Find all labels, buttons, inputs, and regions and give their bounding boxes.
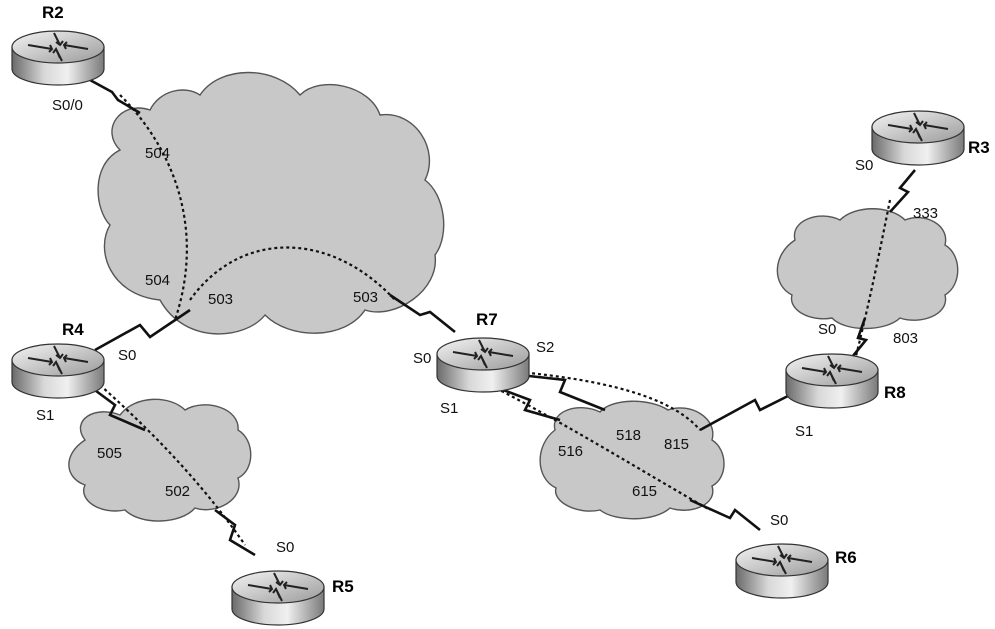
router-icon-r5 (231, 570, 325, 626)
router-name-r3: R3 (968, 138, 990, 157)
router-name-r6: R6 (835, 548, 857, 567)
dlci-label-815: 815 (664, 436, 689, 453)
router-icon-r8 (785, 353, 879, 409)
router-icon-r7 (436, 337, 530, 393)
pvc-r4-r5 (99, 384, 246, 546)
interface-label-r4-s1: S1 (36, 407, 54, 424)
interface-label-r6-s0: S0 (770, 512, 788, 529)
link-r4-s0 (94, 308, 191, 352)
interface-label-r8-s0: S0 (818, 321, 836, 338)
link-r6-s0 (689, 498, 761, 532)
interface-label-r2-s00: S0/0 (52, 97, 83, 114)
link-r3-s0 (889, 169, 916, 213)
dlci-label-505: 505 (97, 445, 122, 462)
interface-label-r7-s2: S2 (536, 339, 554, 356)
interface-label-r5-s0: S0 (276, 539, 294, 556)
interface-label-r7-s1: S1 (440, 400, 458, 417)
link-r7-s2 (519, 373, 606, 412)
frame-relay-cloud-r6-r7-r8 (539, 400, 725, 520)
link-r2-s00 (89, 78, 141, 115)
dlci-label-803: 803 (893, 330, 918, 347)
dlci-label-615: 615 (632, 483, 657, 500)
dlci-label-333: 333 (913, 205, 938, 222)
interface-label-r3-s0: S0 (855, 157, 873, 174)
link-r7-s1 (497, 386, 561, 422)
pvc-r4-r7 (189, 246, 396, 301)
dlci-label-503-right: 503 (353, 289, 378, 306)
router-name-r8: R8 (884, 383, 906, 402)
dlci-label-503-left: 503 (208, 291, 233, 308)
interface-label-r8-s1: S1 (795, 423, 813, 440)
dlci-label-502: 502 (165, 483, 190, 500)
router-icon-r4 (11, 343, 105, 399)
router-name-r2: R2 (42, 3, 64, 22)
link-r8-s1 (699, 393, 791, 432)
pvc-r7-r8 (519, 370, 701, 431)
router-name-r4: R4 (62, 320, 84, 339)
dlci-label-516: 516 (558, 443, 583, 460)
frame-relay-cloud-r4-r5 (68, 398, 252, 522)
link-r7-s0 (389, 293, 456, 334)
frame-relay-cloud-main (97, 71, 445, 335)
router-name-r5: R5 (332, 577, 354, 596)
link-r4-s1 (87, 383, 146, 432)
link-r8-s0 (846, 317, 869, 363)
router-icon-r2 (11, 30, 105, 86)
router-icon-r3 (871, 110, 965, 166)
dlci-label-504-top: 504 (145, 145, 170, 162)
dlci-label-518: 518 (616, 427, 641, 444)
frame-relay-cloud-r3-r8 (776, 208, 959, 330)
interface-label-r4-s0: S0 (118, 347, 136, 364)
dlci-label-504-bottom: 504 (145, 272, 170, 289)
router-icon-r6 (735, 543, 829, 599)
router-name-r7: R7 (476, 310, 498, 329)
interface-label-r7-s0: S0 (413, 350, 431, 367)
